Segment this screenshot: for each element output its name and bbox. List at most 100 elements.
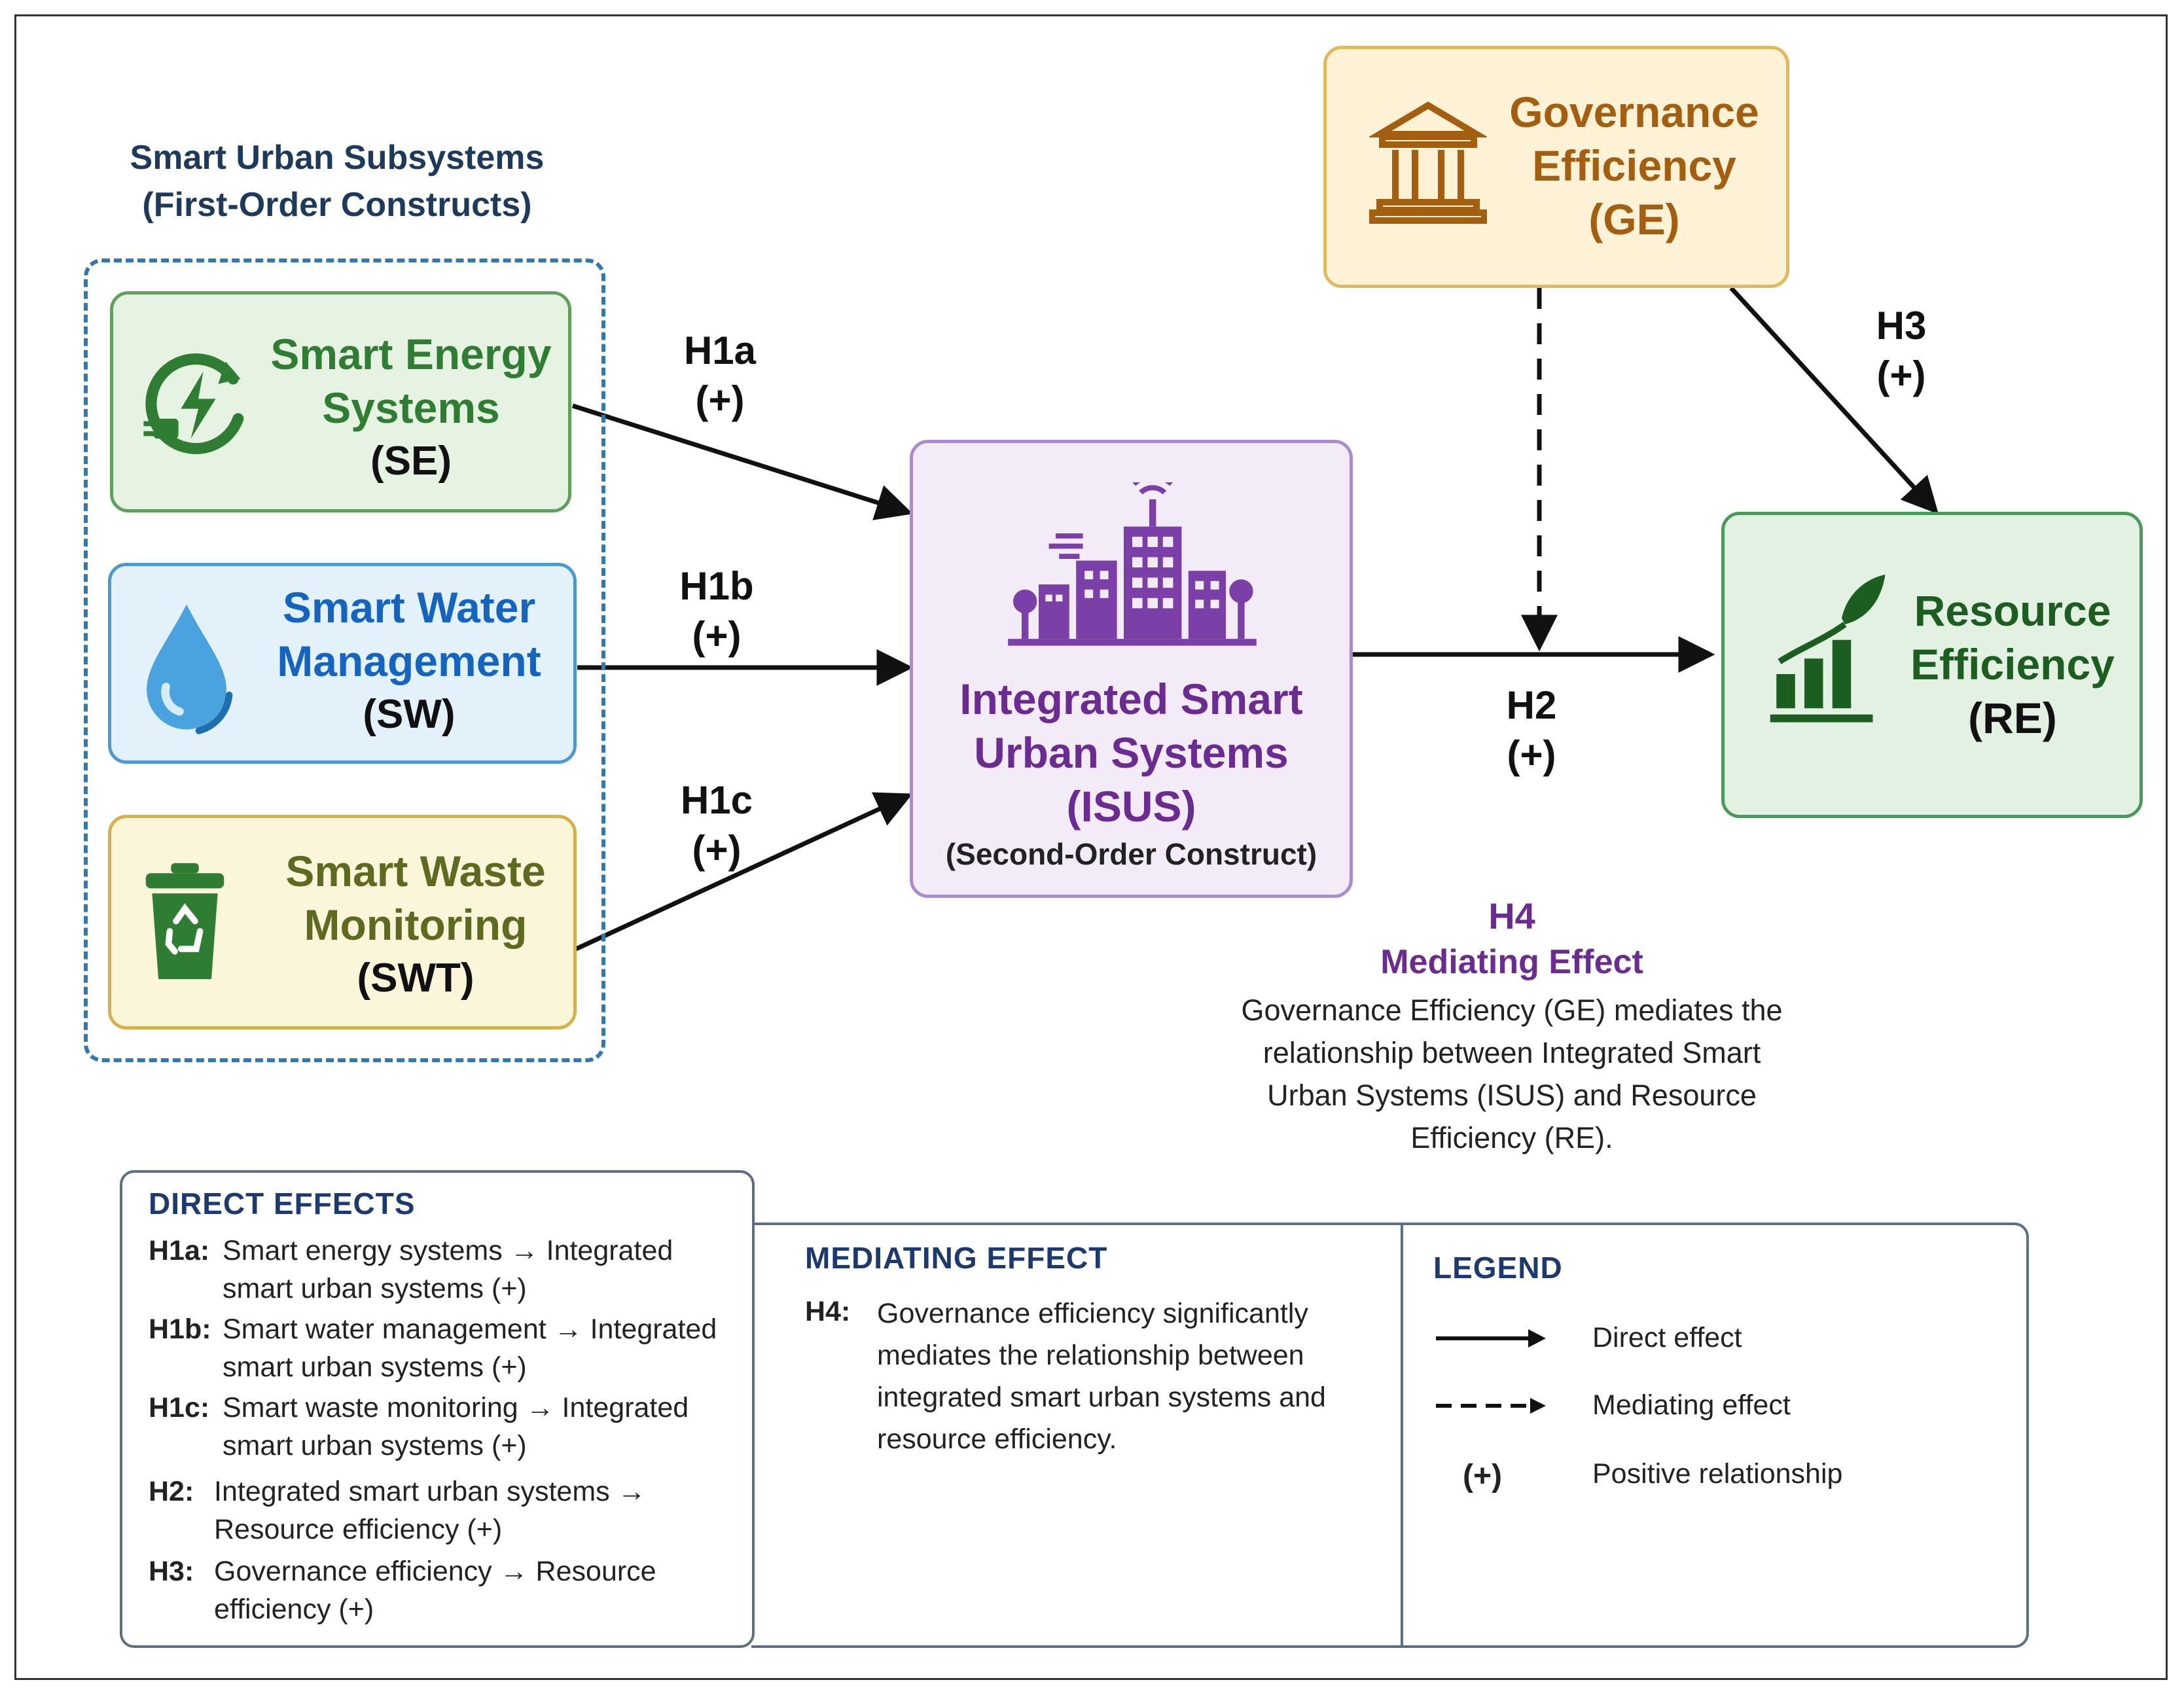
swt-title-line2: Monitoring	[304, 901, 528, 949]
node-isus[interactable]: Integrated Smart Urban Systems (ISUS) (S…	[910, 440, 1353, 898]
direct-effect-code: H1a:	[149, 1235, 210, 1266]
subsystems-title-line1: Smart Urban Subsystems	[130, 139, 545, 177]
mediating-effect-line: Governance efficiency significantly	[877, 1298, 1308, 1329]
isus-abbr: (ISUS)	[1066, 782, 1196, 831]
mediating-effect-h4: H4: Governance efficiency significantly …	[805, 1293, 1381, 1476]
isus-note: (Second-Order Construct)	[945, 837, 1317, 871]
direct-effect-code: H1c:	[149, 1392, 210, 1423]
direct-effect-line: Governance efficiency → Resource	[214, 1556, 656, 1587]
h1c-sign: (+)	[692, 828, 742, 872]
node-smart-water[interactable]: Smart Water Management (SW)	[108, 563, 577, 764]
label-h2: H2 (+)	[1466, 681, 1597, 780]
summary-panel	[751, 1223, 2029, 1648]
node-governance-efficiency[interactable]: Governance Efficiency (GE)	[1323, 46, 1789, 288]
dashed-arrow-icon	[1436, 1398, 1546, 1414]
figure-frame	[14, 14, 2168, 1680]
sw-title-line1: Smart Water	[282, 583, 536, 632]
h4-note-body: Governance Efficiency (GE) mediates the …	[1204, 989, 1819, 1159]
legend-title: LEGEND	[1433, 1251, 1563, 1285]
legend-positive-symbol: (+)	[1463, 1459, 1502, 1493]
mediating-effect-code: H4:	[805, 1296, 851, 1327]
swt-abbr: (SWT)	[357, 956, 474, 1001]
mediating-effect-title: MEDIATING EFFECT	[805, 1241, 1108, 1275]
summary-divider	[1401, 1223, 1403, 1648]
ge-abbr: (GE)	[1588, 195, 1680, 243]
label-h1a: H1a (+)	[654, 326, 785, 425]
se-title-line1: Smart Energy	[270, 330, 552, 378]
label-h1b: H1b (+)	[651, 562, 782, 661]
energy-icon	[143, 353, 244, 454]
isus-title-line1: Integrated Smart	[959, 675, 1303, 723]
h4-note-line: Urban Systems (ISUS) and Resource	[1267, 1079, 1757, 1112]
arrow-h1c	[575, 792, 913, 952]
subsystems-group-title: Smart Urban Subsystems (First-Order Cons…	[98, 134, 576, 228]
direct-effect-line: Integrated smart urban systems →	[214, 1476, 646, 1507]
h1a-sign: (+)	[695, 378, 745, 422]
mediating-effect-line: resource efficiency.	[877, 1423, 1117, 1455]
h2-sign: (+)	[1507, 733, 1556, 777]
se-title-line2: Systems	[322, 384, 500, 432]
label-h3: H3 (+)	[1836, 301, 1967, 401]
legend-direct-label: Direct effect	[1592, 1322, 1742, 1353]
h4-note-line: relationship between Integrated Smart	[1262, 1036, 1761, 1069]
direct-effect-line: smart urban systems (+)	[223, 1273, 527, 1304]
sw-title-line2: Management	[277, 637, 541, 685]
swt-title-line1: Smart Waste	[285, 847, 546, 895]
node-smart-waste[interactable]: Smart Waste Monitoring (SWT)	[108, 815, 577, 1029]
re-abbr: (RE)	[1968, 694, 2057, 742]
direct-effect-line: smart urban systems (+)	[223, 1351, 527, 1383]
h1a-code: H1a	[683, 329, 757, 372]
h4-note-code: H4	[1488, 895, 1535, 937]
h3-code: H3	[1876, 304, 1927, 348]
arrow-h3	[1729, 286, 1939, 514]
mediating-effect-section: MEDIATING EFFECT H4: Governance efficien…	[805, 1240, 1381, 1455]
direct-effect-code: H3:	[149, 1556, 194, 1587]
node-smart-energy[interactable]: Smart Energy Systems (SE)	[110, 291, 571, 512]
h4-note: H4 Mediating Effect Governance Efficienc…	[1204, 893, 1819, 1159]
direct-effect-line: Resource efficiency (+)	[214, 1514, 503, 1545]
h4-note-line: Efficiency (RE).	[1410, 1121, 1613, 1154]
node-resource-efficiency[interactable]: Resource Efficiency (RE)	[1721, 512, 2143, 818]
direct-effects-panel: DIRECT EFFECTS H1a: Smart energy systems…	[120, 1170, 755, 1648]
h3-sign: (+)	[1876, 353, 1926, 397]
isus-title-line2: Urban Systems	[974, 728, 1289, 777]
direct-effect-line: Smart waste monitoring → Integrated	[223, 1392, 689, 1423]
h2-code: H2	[1506, 683, 1557, 727]
h4-note-line: Governance Efficiency (GE) mediates the	[1241, 993, 1783, 1027]
se-abbr: (SE)	[370, 438, 452, 484]
re-title-line2: Efficiency	[1910, 640, 2115, 688]
solid-arrow-icon	[1436, 1329, 1546, 1348]
recycle-bin-icon	[145, 863, 224, 980]
smart-city-icon	[1008, 482, 1257, 646]
subsystems-title-line2: (First-Order Constructs)	[142, 186, 532, 224]
re-title-line1: Resource	[1914, 586, 2111, 635]
direct-effects-title: DIRECT EFFECTS	[149, 1187, 416, 1221]
sw-abbr: (SW)	[363, 692, 456, 737]
ge-title-line1: Governance	[1509, 88, 1759, 136]
direct-effect-line: efficiency (+)	[214, 1594, 374, 1625]
ge-title-line2: Efficiency	[1532, 141, 1736, 190]
direct-effect-h1a: H1a: Smart energy systems → Integrated s…	[149, 1232, 738, 1310]
direct-effect-code: H1b:	[149, 1313, 211, 1345]
legend: LEGEND Direct effect Mediating effect (+…	[1433, 1250, 2009, 1545]
direct-effect-line: Smart water management → Integrated	[223, 1313, 717, 1345]
legend-mediating-label: Mediating effect	[1592, 1389, 1791, 1421]
mediating-effect-line: mediates the relationship between	[877, 1340, 1304, 1371]
direct-effect-line: Smart energy systems → Integrated	[223, 1235, 673, 1266]
h1b-code: H1b	[679, 564, 754, 608]
label-h1c: H1c (+)	[651, 776, 782, 875]
mediating-effect-line: integrated smart urban systems and	[877, 1382, 1326, 1413]
arrow-h1a	[571, 403, 914, 520]
water-drop-icon	[147, 604, 233, 734]
h4-note-title: Mediating Effect	[1380, 943, 1643, 981]
direct-effect-code: H2:	[149, 1476, 194, 1507]
direct-effect-h2: H2: Integrated smart urban systems → Res…	[149, 1473, 738, 1551]
legend-positive-label: Positive relationship	[1592, 1458, 1843, 1490]
direct-effect-h1b: H1b: Smart water management → Integrated…	[149, 1310, 738, 1389]
direct-effect-line: smart urban systems (+)	[223, 1430, 527, 1461]
direct-effect-h3: H3: Governance efficiency → Resource eff…	[149, 1552, 738, 1631]
h1c-code: H1c	[680, 778, 753, 822]
subsystems-group-border	[84, 259, 605, 1062]
government-building-icon	[1369, 101, 1487, 224]
